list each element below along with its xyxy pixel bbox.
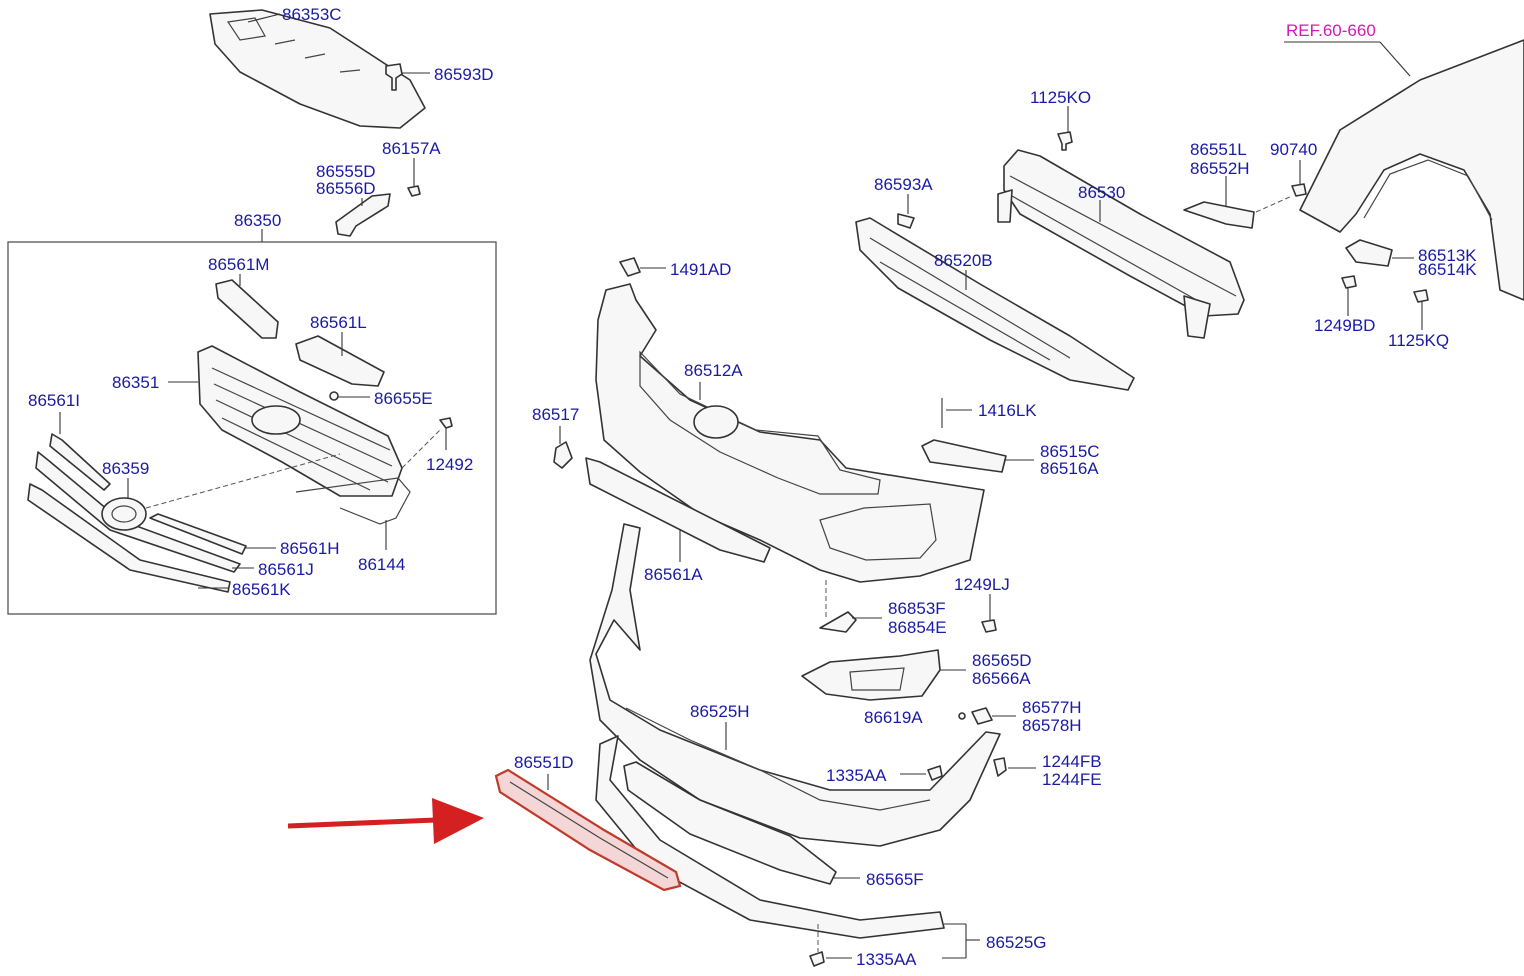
bracket-86577H xyxy=(971,707,993,725)
label-90740: 90740 xyxy=(1270,140,1317,159)
label-86350: 86350 xyxy=(234,211,281,230)
label-86577H: 86577H xyxy=(1022,698,1082,717)
bracket-86555D xyxy=(335,193,391,237)
label-86561I: 86561I xyxy=(28,391,80,410)
emblem-86359 xyxy=(101,497,147,531)
label-86578H: 86578H xyxy=(1022,716,1082,735)
bolt-1125KO xyxy=(1057,131,1073,151)
bracket-86853F xyxy=(819,611,857,633)
label-86513K: 86513K xyxy=(1418,246,1477,265)
label-1335AA-top: 1335AA xyxy=(826,766,887,785)
bracket-86515C xyxy=(921,439,1007,473)
red-arrow-head xyxy=(432,798,484,844)
clip-1335AA-bottom xyxy=(809,951,825,967)
bolt-1125KQ xyxy=(1413,289,1429,303)
clip-86593D xyxy=(385,63,403,91)
label-86552H: 86552H xyxy=(1190,159,1250,178)
label-86593D: 86593D xyxy=(434,65,494,84)
label-86561H: 86561H xyxy=(280,539,340,558)
trim-86561M xyxy=(215,279,279,339)
label-86566A: 86566A xyxy=(972,669,1031,688)
fender-reference-part xyxy=(1299,39,1524,301)
strip-86561I xyxy=(49,433,111,491)
bolt-1249BD xyxy=(1341,275,1357,289)
label-86551L: 86551L xyxy=(1190,140,1247,159)
foglamp-cover-86565D xyxy=(801,649,941,701)
bracket-86551L xyxy=(1183,201,1255,229)
label-86854E: 86854E xyxy=(888,618,947,637)
label-86353C: 86353C xyxy=(282,5,342,24)
label-1244FB: 1244FB xyxy=(1042,752,1102,771)
label-86515C: 86515C xyxy=(1040,442,1100,461)
reference-label: REF.60-660 xyxy=(1286,21,1376,40)
label-86359: 86359 xyxy=(102,459,149,478)
label-86561L: 86561L xyxy=(310,313,367,332)
trim-86561L xyxy=(295,335,385,387)
energy-absorber-86520B xyxy=(855,217,1135,391)
bolt-86157A xyxy=(407,185,421,197)
label-86516A: 86516A xyxy=(1040,459,1099,478)
lower-bumper-86525H xyxy=(589,523,1001,847)
clip-86655E xyxy=(329,391,339,401)
label-86561M: 86561M xyxy=(208,255,269,274)
label-86561J: 86561J xyxy=(258,560,314,579)
label-86525H: 86525H xyxy=(690,702,750,721)
grille-assembly-box xyxy=(7,241,497,615)
radiator-cover-part xyxy=(209,9,426,129)
label-1491AD: 1491AD xyxy=(670,260,731,279)
strip-86561K xyxy=(27,483,231,593)
screw-12492 xyxy=(439,417,453,429)
bumper-cover-86512A xyxy=(595,283,985,583)
beam-bracket-right xyxy=(1183,295,1211,339)
bolt-1249LJ xyxy=(981,619,997,633)
bumper-beam-86530 xyxy=(1003,149,1245,317)
label-86144: 86144 xyxy=(358,555,405,574)
label-86655E: 86655E xyxy=(374,389,433,408)
bolt-90740 xyxy=(1291,183,1307,197)
label-86525G: 86525G xyxy=(986,933,1047,952)
lower-grille-86561A xyxy=(585,457,771,563)
label-86565D: 86565D xyxy=(972,651,1032,670)
label-86530: 86530 xyxy=(1078,183,1125,202)
clip-86593A xyxy=(897,213,915,229)
bolt-1244FB xyxy=(993,757,1007,777)
label-1125KQ: 1125KQ xyxy=(1388,331,1449,350)
strip-86561H xyxy=(149,513,247,555)
label-86514K: 86514K xyxy=(1418,260,1477,279)
label-86512A: 86512A xyxy=(684,361,743,380)
label-86517: 86517 xyxy=(532,405,579,424)
label-86551D: 86551D xyxy=(514,753,574,772)
label-86556D: 86556D xyxy=(316,179,376,198)
label-12492: 12492 xyxy=(426,455,473,474)
bracket-86513K xyxy=(1345,239,1393,267)
label-86520B: 86520B xyxy=(934,251,993,270)
label-1335AA-bottom: 1335AA xyxy=(856,950,917,969)
label-86619A: 86619A xyxy=(864,708,923,727)
label-1125KO: 1125KO xyxy=(1030,88,1091,107)
red-arrow-shaft xyxy=(287,817,437,829)
label-86853F: 86853F xyxy=(888,599,946,618)
clip-1491AD xyxy=(619,257,641,277)
label-86351: 86351 xyxy=(112,373,159,392)
clip-86619A xyxy=(958,712,966,720)
beam-bracket-left xyxy=(997,189,1013,223)
label-86561K: 86561K xyxy=(232,580,291,599)
label-1249LJ: 1249LJ xyxy=(954,575,1010,594)
bumper-emblem-recess xyxy=(693,405,739,439)
tow-cover-86517 xyxy=(553,441,573,469)
label-86555D: 86555D xyxy=(316,162,376,181)
label-1249BD: 1249BD xyxy=(1314,316,1375,335)
label-1244FE: 1244FE xyxy=(1042,770,1102,789)
label-1416LK: 1416LK xyxy=(978,401,1037,420)
label-86593A: 86593A xyxy=(874,175,933,194)
label-86565F: 86565F xyxy=(866,870,924,889)
grille-emblem-mount xyxy=(251,405,301,435)
label-86157A: 86157A xyxy=(382,139,441,158)
moulding-86144 xyxy=(295,477,411,525)
label-86561A: 86561A xyxy=(644,565,703,584)
clip-1335AA-top xyxy=(927,765,943,781)
